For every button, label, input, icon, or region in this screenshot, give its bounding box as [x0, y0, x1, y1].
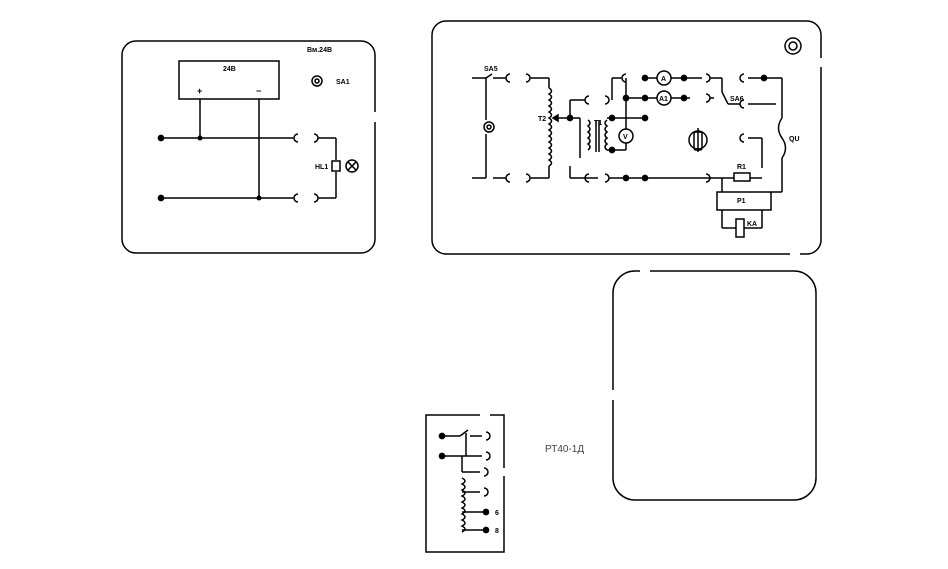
switch-sa6-label: SA6 — [730, 96, 744, 103]
panel-1-top-label: Вм.24В — [307, 47, 332, 54]
relay-contact — [735, 218, 745, 238]
relay-ka-label: KA — [747, 221, 757, 228]
resistor-r1 — [733, 172, 751, 182]
meter-a-label: A — [661, 76, 666, 83]
terminal-8-label: 8 — [495, 528, 499, 535]
panel-1-border — [121, 40, 376, 254]
terminal — [157, 134, 165, 142]
panel-power-supply — [121, 40, 377, 254]
switch-sa5-label: SA5 — [484, 66, 498, 73]
supply-minus-label: − — [256, 86, 261, 96]
fuse-qu-label: QU — [789, 136, 800, 143]
lamp-icon — [345, 159, 359, 173]
panel-empty — [611, 269, 817, 501]
terminal — [157, 194, 165, 202]
indicator-icon — [784, 37, 802, 55]
panel-4-border — [425, 414, 505, 553]
relay-p1-label: P1 — [737, 198, 746, 205]
meter-a1-label: A1 — [659, 96, 668, 103]
switch-sa1-label: SA1 — [336, 79, 350, 86]
transformer-t2-label: T2 — [538, 116, 546, 123]
resistor-r1-label: R1 — [737, 164, 746, 171]
transformer-t1-label: T1 — [594, 120, 602, 127]
switch-knob-icon — [311, 75, 323, 87]
lamp-terminal — [331, 160, 341, 172]
lamp-hl1-label: HL1 — [315, 164, 328, 171]
supply-plus-label: + — [197, 86, 202, 96]
meter-v-label: V — [623, 134, 628, 141]
panel-3-border — [612, 270, 817, 501]
panel-2-border — [431, 20, 822, 255]
supply-box — [178, 60, 280, 100]
supply-voltage-label: 24В — [223, 66, 236, 73]
relay-model-label: РТ40-1Д — [545, 444, 584, 455]
terminal-6-label: 6 — [495, 510, 499, 517]
panel-measurement-circuit — [431, 20, 823, 256]
panel-relay-block — [425, 413, 506, 553]
relay-coil-box — [716, 191, 772, 211]
fuse-icon — [777, 117, 787, 159]
